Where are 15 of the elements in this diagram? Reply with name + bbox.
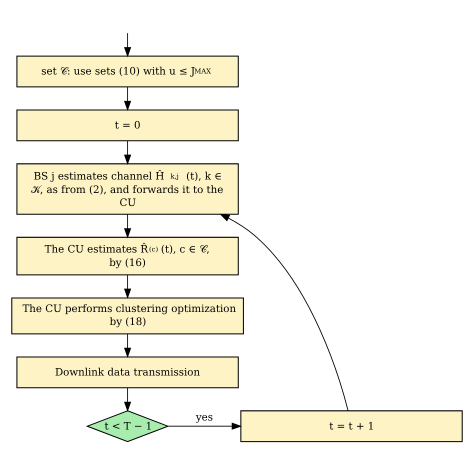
arrow <box>124 334 132 358</box>
arrow <box>124 140 132 165</box>
arrow <box>124 214 132 239</box>
node-box: The CU performs clustering optimization by (18) <box>11 297 244 334</box>
arrow <box>168 422 242 430</box>
arrow <box>124 274 132 299</box>
edge-label: yes <box>196 412 214 424</box>
arrow <box>219 214 348 412</box>
arrow <box>124 32 132 58</box>
arrow <box>124 388 132 412</box>
node-box: t = t + 1 <box>240 410 463 442</box>
node-box: t = 0 <box>16 109 239 142</box>
node-box: Downlink data transmission <box>16 356 239 388</box>
node-diamond: t < T − 1 <box>86 410 170 442</box>
arrow <box>124 86 132 112</box>
